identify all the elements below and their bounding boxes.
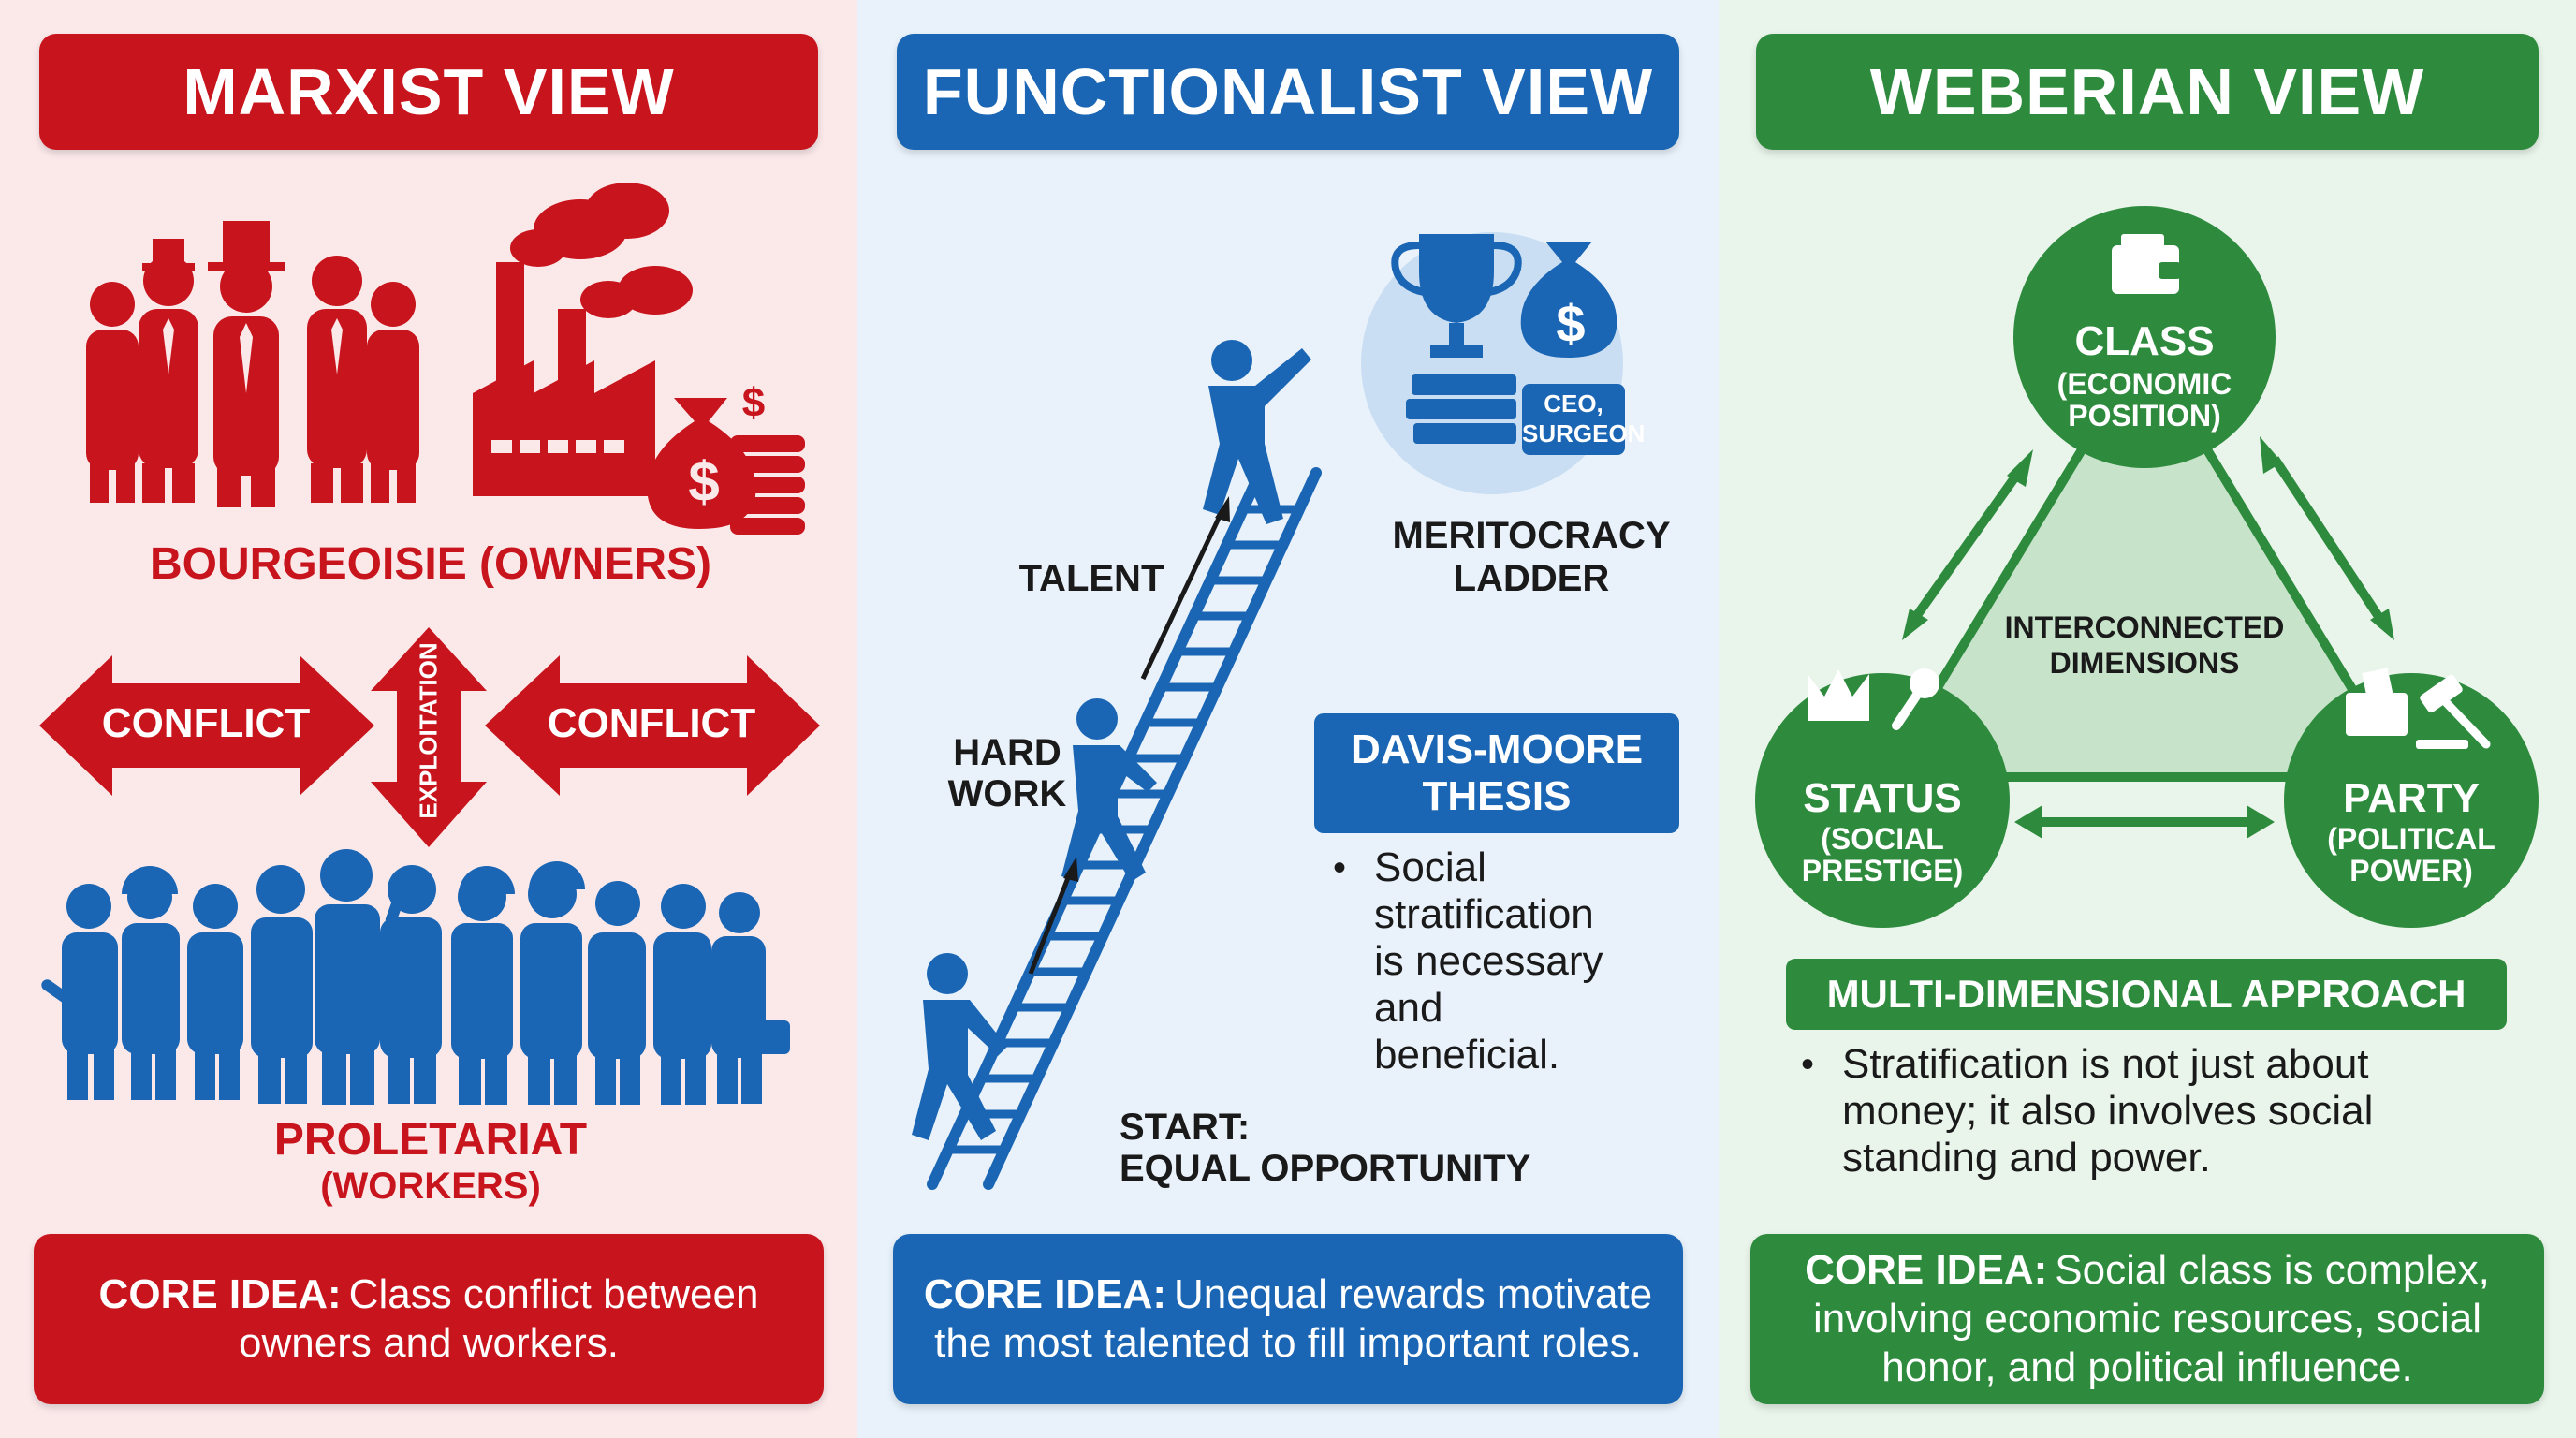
davis-moore-bullet-text: Social stratification is necessary and b… — [1374, 844, 1603, 1078]
weberian-panel: WEBERIAN VIEW — [1719, 0, 2576, 1438]
workers-group-icon — [41, 849, 790, 1105]
interconnection-triangle — [1875, 337, 2414, 782]
reward-label-2: SURGEON — [1522, 419, 1646, 448]
conflict-arrow-right — [485, 655, 820, 796]
climber-icon — [1203, 340, 1311, 524]
class-node — [2013, 206, 2276, 468]
core-idea-text: Class conflict between owners and worker… — [239, 1271, 759, 1366]
bullet-icon: • — [1333, 847, 1347, 888]
reward-label-1: CEO, — [1544, 389, 1603, 418]
core-idea-label: CORE IDEA: — [1805, 1247, 2048, 1293]
weberian-diagram — [1755, 206, 2539, 928]
approach-banner: MULTI-DIMENSIONAL APPROACH — [1786, 959, 2507, 1030]
svg-text:$: $ — [742, 380, 765, 426]
marxist-illustration: $ $ — [39, 183, 820, 1105]
functionalist-core-idea: CORE IDEA:Unequal rewards motivate the m… — [893, 1234, 1683, 1404]
status-sub-label-2: PRESTIGE) — [1801, 854, 1964, 888]
weberian-title: WEBERIAN VIEW — [1756, 34, 2539, 150]
meritocracy-label-1: MERITOCRACY — [1392, 515, 1671, 556]
start-label-1: START: — [1120, 1107, 1251, 1148]
hard-work-label-1: HARD — [953, 732, 1061, 773]
progress-arrow — [1028, 496, 1230, 975]
davis-moore-bullet: • Social stratification is necessary and… — [1333, 844, 1632, 1078]
status-node — [1755, 673, 2010, 928]
start-label-2: EQUAL OPPORTUNITY — [1120, 1148, 1531, 1189]
core-idea-text: Unequal rewards motivate the most talent… — [934, 1271, 1653, 1366]
owners-group-icon — [86, 221, 419, 507]
climber-icon — [1061, 698, 1157, 882]
core-idea-label: CORE IDEA: — [923, 1271, 1166, 1317]
center-label-1: INTERCONNECTED — [2004, 610, 2285, 644]
wallet-icon — [2112, 234, 2181, 294]
climber-icon — [912, 953, 1007, 1140]
ladder-icon — [927, 467, 1322, 1190]
conflict-arrow-left — [39, 655, 374, 796]
trophy-icon — [1391, 234, 1522, 358]
bourgeoisie-label: BOURGEOISIE (OWNERS) — [149, 539, 712, 589]
party-label: PARTY — [2343, 775, 2480, 821]
exploitation-arrow — [371, 627, 487, 847]
proletariat-label: PROLETARIAT — [273, 1115, 588, 1165]
hard-work-label-2: WORK — [947, 773, 1067, 814]
class-label: CLASS — [2074, 318, 2215, 364]
reward-badge — [1522, 384, 1625, 455]
proletariat-sub-label: (WORKERS) — [320, 1166, 541, 1207]
crown-icon — [1808, 669, 1869, 721]
gavel-icon — [2416, 674, 2491, 749]
functionalist-panel: FUNCTIONALIST VIEW $ — [857, 0, 1719, 1438]
weberian-bullet: • Stratification is not just about money… — [1801, 1041, 2512, 1181]
ballot-box-icon — [2346, 668, 2408, 736]
class-sub-label-1: (ECONOMIC — [2056, 367, 2232, 401]
books-icon — [1406, 374, 1516, 444]
factory-icon — [473, 183, 693, 496]
meritocracy-label-2: LADDER — [1453, 558, 1610, 599]
microphone-icon — [1892, 668, 1939, 730]
conflict-left-label: CONFLICT — [101, 700, 311, 746]
bullet-icon: • — [1801, 1044, 1815, 1085]
approach-label: MULTI-DIMENSIONAL APPROACH — [1826, 972, 2466, 1016]
money-bag-icon: $ $ — [647, 380, 805, 535]
status-label: STATUS — [1803, 775, 1962, 821]
weberian-core-idea: CORE IDEA:Social class is complex, invol… — [1750, 1234, 2544, 1404]
money-bag-icon: $ — [1520, 242, 1617, 358]
davis-moore-label-1: DAVIS-MOORE — [1350, 726, 1644, 772]
davis-moore-box: DAVIS-MOORE THESIS — [1314, 713, 1679, 833]
functionalist-title: FUNCTIONALIST VIEW — [897, 34, 1679, 150]
svg-text:$: $ — [1556, 294, 1585, 353]
status-sub-label-1: (SOCIAL — [1821, 822, 1944, 856]
marxist-core-idea: CORE IDEA:Class conflict between owners … — [34, 1234, 824, 1404]
talent-label: TALENT — [1018, 558, 1164, 599]
davis-moore-label-2: THESIS — [1422, 773, 1572, 819]
weberian-bullet-text: Stratification is not just about money; … — [1842, 1041, 2374, 1181]
exploitation-label: EXPLOITATION — [414, 642, 443, 819]
marxist-panel: MARXIST VIEW — [0, 0, 857, 1438]
svg-text:$: $ — [688, 450, 719, 513]
core-idea-text: Social class is complex, involving econo… — [1812, 1247, 2490, 1390]
functionalist-illustration: $ — [912, 232, 1625, 1190]
marxist-title: MARXIST VIEW — [39, 34, 818, 150]
center-label-2: DIMENSIONS — [2049, 646, 2240, 680]
conflict-right-label: CONFLICT — [547, 700, 756, 746]
party-sub-label-2: POWER) — [2349, 854, 2473, 888]
party-sub-label-1: (POLITICAL — [2327, 822, 2496, 856]
class-sub-label-2: POSITION) — [2068, 399, 2221, 433]
core-idea-label: CORE IDEA: — [98, 1271, 342, 1317]
double-arrow — [1902, 436, 2394, 839]
